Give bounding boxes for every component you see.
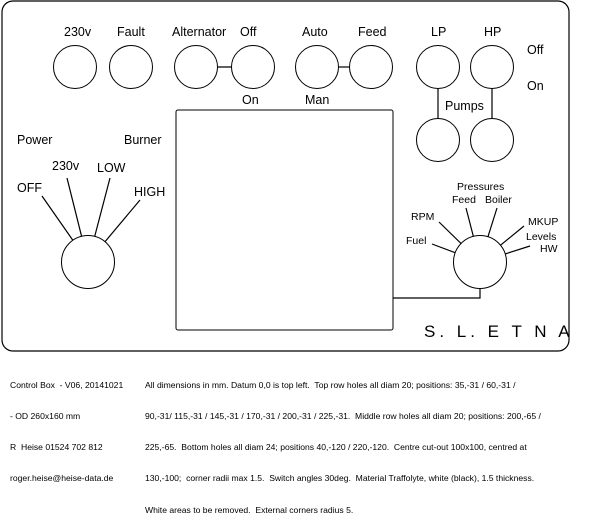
- label-rpm: RPM: [411, 211, 434, 223]
- hole-power-switch: [61, 235, 115, 289]
- hole-alternator-off: [231, 45, 275, 89]
- label-pressures: Pressures: [457, 181, 504, 193]
- note-line: White areas to be removed. External corn…: [145, 504, 354, 515]
- label-levels: Levels: [526, 231, 556, 243]
- note-line: roger.heise@heise-data.de: [10, 473, 114, 484]
- label-high: HIGH: [134, 185, 165, 199]
- hole-hp-lower: [470, 118, 514, 162]
- label-pumps: Pumps: [445, 99, 484, 113]
- label-on: On: [242, 93, 259, 107]
- label-off-switch: OFF: [17, 181, 42, 195]
- hole-230v: [53, 45, 97, 89]
- hole-fault: [109, 45, 153, 89]
- hole-lp-lower: [416, 118, 460, 162]
- label-230v: 230v: [64, 25, 92, 39]
- centre-cutout: [175, 109, 394, 331]
- note-line: All dimensions in mm. Datum 0,0 is top l…: [145, 379, 516, 390]
- hole-alternator: [174, 45, 218, 89]
- label-man: Man: [305, 93, 329, 107]
- label-hp: HP: [484, 25, 501, 39]
- label-off: Off: [240, 25, 257, 39]
- note-line: 90,-31/ 115,-31 / 145,-31 / 170,-31 / 20…: [145, 411, 541, 422]
- label-fault: Fault: [117, 25, 145, 39]
- hole-lp: [416, 45, 460, 89]
- note-line: R Heise 01524 702 812: [10, 442, 103, 453]
- label-230v-switch: 230v: [52, 159, 80, 173]
- label-alternator: Alternator: [172, 25, 226, 39]
- hole-feed: [349, 45, 393, 89]
- label-lp: LP: [431, 25, 446, 39]
- label-off-right: Off: [527, 43, 544, 57]
- hole-auto: [295, 45, 339, 89]
- switch-link-line: [393, 289, 481, 299]
- panel-title: S. L. E T N A: [424, 322, 574, 341]
- label-low: LOW: [97, 161, 126, 175]
- note-line: 225,-65. Bottom holes all diam 24; posit…: [145, 442, 527, 453]
- dimension-notes: All dimensions in mm. Datum 0,0 is top l…: [145, 359, 541, 526]
- control-panel-drawing: 230v Fault Alternator Off On Auto Feed M…: [1, 0, 574, 352]
- hole-hp: [470, 45, 514, 89]
- hole-gauge-switch: [453, 235, 507, 289]
- note-line: Control Box - V06, 20141021: [10, 379, 124, 390]
- label-feed-gauge: Feed: [452, 194, 476, 206]
- label-burner: Burner: [124, 133, 162, 147]
- pumps-label-backing: [443, 97, 487, 113]
- label-fuel: Fuel: [406, 235, 426, 247]
- label-on-right: On: [527, 79, 544, 93]
- label-mkup: MKUP: [528, 216, 558, 228]
- label-hw: HW: [540, 243, 558, 255]
- label-feed: Feed: [358, 25, 387, 39]
- note-line: - OD 260x160 mm: [10, 411, 81, 422]
- drawing-info-notes: Control Box - V06, 20141021 - OD 260x160…: [10, 359, 123, 494]
- label-power: Power: [17, 133, 52, 147]
- note-line: 130,-100; corner radii max 1.5. Switch a…: [145, 473, 535, 484]
- label-boiler: Boiler: [485, 194, 512, 206]
- label-auto: Auto: [302, 25, 328, 39]
